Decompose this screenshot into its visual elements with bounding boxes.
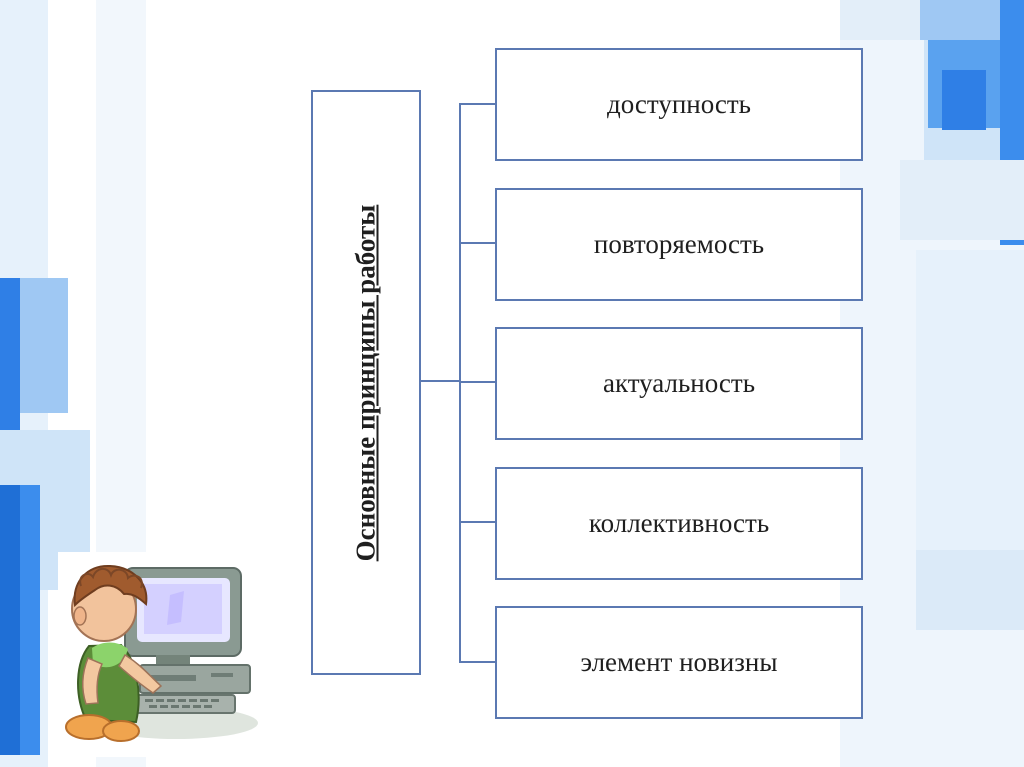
background-tile (20, 485, 40, 755)
background-tile (916, 550, 1024, 630)
background-tile (0, 485, 20, 755)
connector-branch (459, 661, 495, 663)
connector-horizontal (421, 380, 460, 382)
child-computer-illustration (58, 552, 262, 757)
connector-branch (459, 521, 495, 523)
background-tile (920, 0, 1000, 40)
main-title: Основные принципы работы (351, 103, 382, 663)
main-principles-box: Основные принципы работы (311, 90, 421, 675)
background-tile (20, 278, 68, 413)
background-tile (942, 70, 986, 130)
child-computer-image (58, 552, 262, 757)
principle-box-accessibility: доступность (495, 48, 863, 161)
background-tile (840, 0, 930, 40)
connector-branch (459, 103, 495, 105)
principle-box-collectivity: коллективность (495, 467, 863, 580)
principle-box-repeatability: повторяемость (495, 188, 863, 301)
background-tile (900, 160, 1024, 240)
principle-box-novelty: элемент новизны (495, 606, 863, 719)
background-tile (916, 250, 1024, 550)
connector-branch (459, 242, 495, 244)
connector-branch (459, 381, 495, 383)
principle-box-relevance: актуальность (495, 327, 863, 440)
